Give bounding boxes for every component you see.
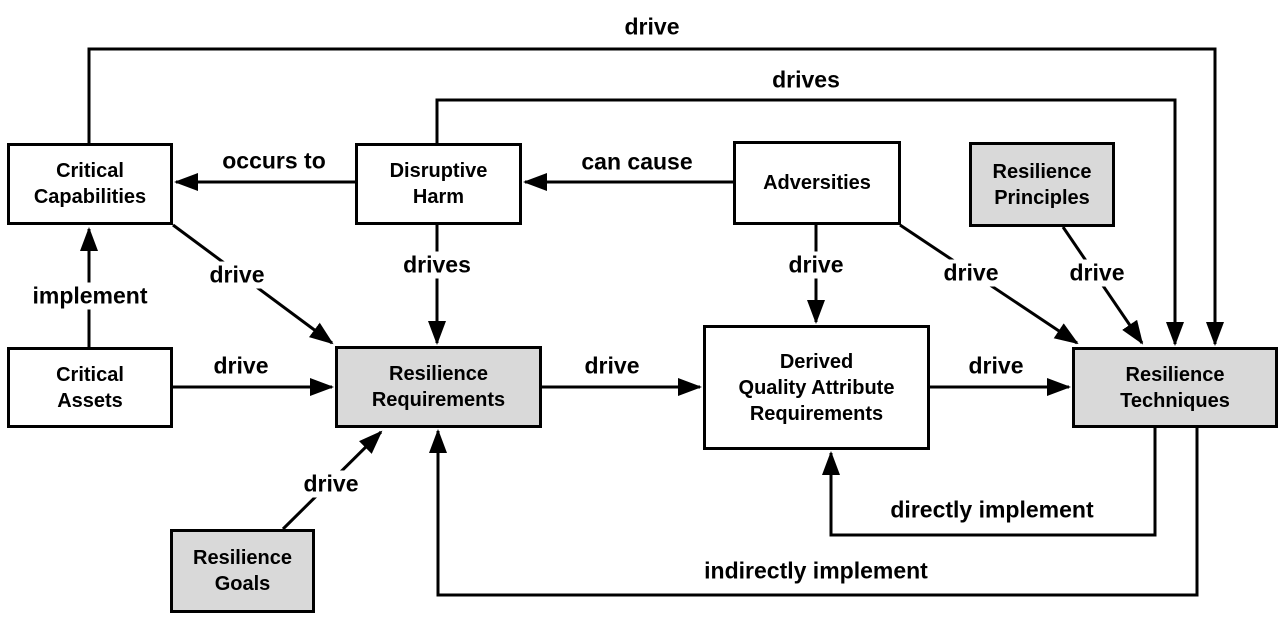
edge-label-ca-rr: drive [208, 352, 274, 380]
edge-label-dh-rt: drives [767, 66, 845, 94]
node-resilience-requirements: Resilience Requirements [335, 346, 542, 428]
edge-label-dh-rr: drives [398, 251, 476, 279]
edge-label-adv-dqar: drive [783, 251, 849, 279]
node-resilience-goals: Resilience Goals [170, 529, 315, 613]
edge-label-adv-rt: drive [938, 259, 1004, 287]
edge-critical-capabilities-to-resilience-techniques [87, 47, 1224, 346]
node-resilience-principles: Resilience Principles [969, 142, 1115, 227]
edge-label-dh-cc: occurs to [217, 147, 331, 175]
edge-label-adv-dh: can cause [576, 148, 698, 176]
edge-label-directly-implement: directly implement [885, 496, 1099, 524]
node-critical-capabilities: Critical Capabilities [7, 143, 173, 225]
edge-disruptive-harm-to-resilience-techniques [435, 98, 1184, 346]
edge-label-cc-rt: drive [619, 13, 685, 41]
edge-label-indirectly-implement: indirectly implement [699, 557, 933, 585]
edge-resilience-techniques-indirectly-implement [429, 428, 1199, 597]
edge-resilience-techniques-directly-implement [822, 428, 1157, 537]
edge-label-dqar-rt: drive [963, 352, 1029, 380]
edge-label-rr-dqar: drive [579, 352, 645, 380]
node-resilience-techniques: Resilience Techniques [1072, 347, 1278, 428]
node-disruptive-harm: Disruptive Harm [355, 143, 522, 225]
node-derived-quality-attribute-requirements: Derived Quality Attribute Requirements [703, 325, 930, 450]
edge-label-cc-rr: drive [204, 261, 270, 289]
node-adversities: Adversities [733, 141, 901, 225]
edge-label-ca-cc: implement [27, 282, 153, 310]
node-critical-assets: Critical Assets [7, 347, 173, 428]
edge-label-rg-rr: drive [298, 470, 364, 498]
edge-label-rp-rt: drive [1064, 259, 1130, 287]
